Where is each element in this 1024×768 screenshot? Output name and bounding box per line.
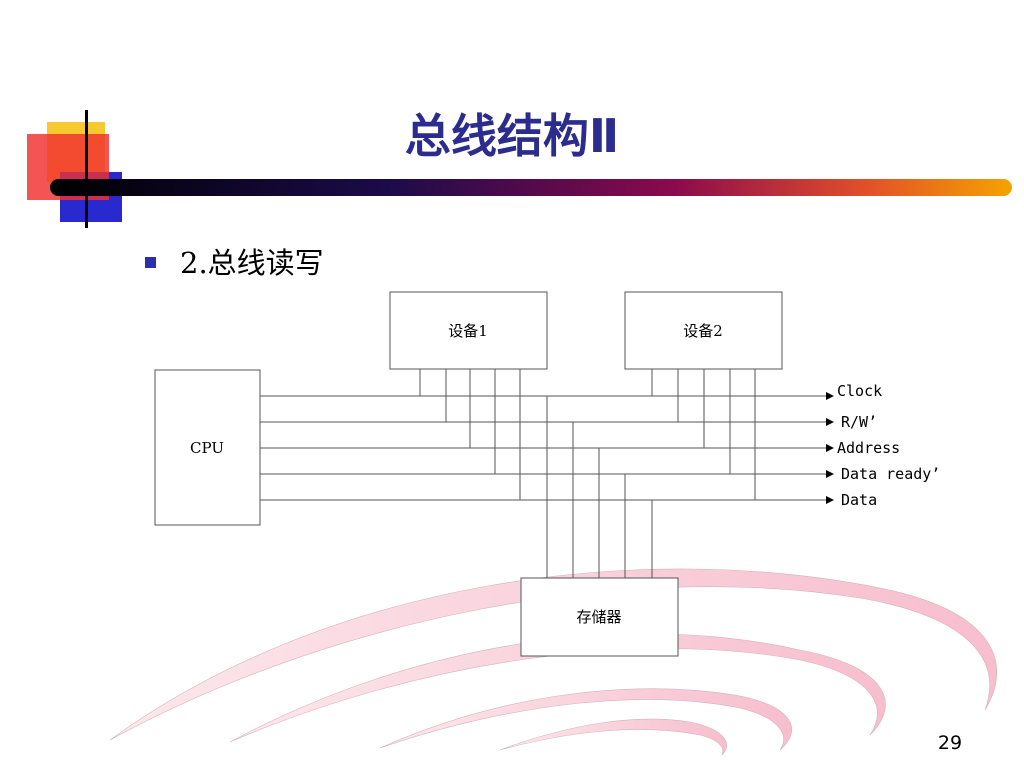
cpu-box: CPU (154, 369, 261, 526)
signal-label-address: Address (837, 439, 900, 457)
cpu-label: CPU (190, 439, 224, 457)
signal-label-clock: Clock (837, 382, 882, 400)
signal-arrowheads (826, 392, 834, 504)
signal-labels: Clock R/W’ Address Data ready’ Data (837, 382, 940, 509)
signal-label-data: Data (841, 491, 877, 509)
device2-box: 设备2 (624, 291, 783, 370)
memory-box: 存储器 (520, 577, 679, 657)
page-number: 29 (937, 732, 963, 754)
signal-label-data-ready: Data ready’ (841, 465, 940, 483)
device1-label: 设备1 (448, 322, 488, 340)
signal-label-rw: R/W’ (841, 413, 877, 431)
device1-box: 设备1 (389, 291, 548, 370)
title-underline-bar (50, 179, 1012, 196)
slide-title: 总线结构Ⅱ (404, 109, 620, 163)
memory-label: 存储器 (576, 608, 621, 626)
bullet-square-icon (145, 257, 156, 268)
swirl-decoration (109, 568, 998, 756)
bullet-text: 2.总线读写 (180, 246, 324, 280)
bus-lines (260, 369, 832, 578)
device2-label: 设备2 (683, 322, 723, 340)
